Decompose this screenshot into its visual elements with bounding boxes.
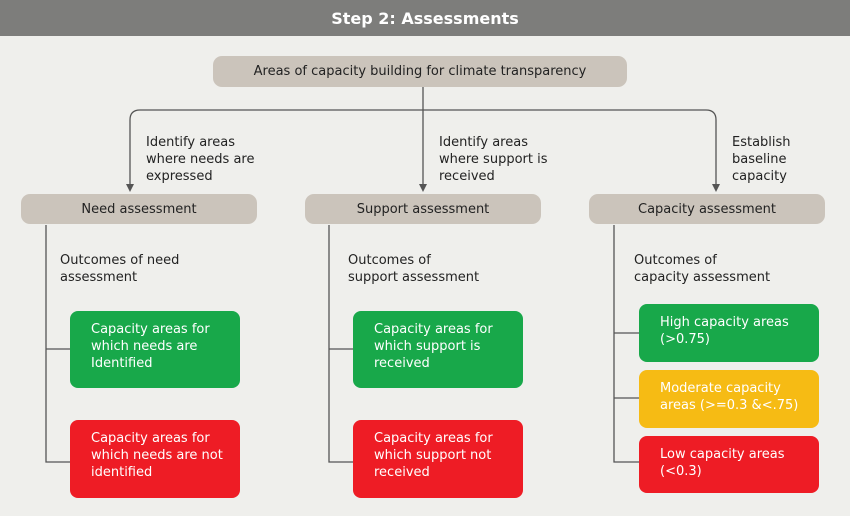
need-not-identified-box: Capacity areas for which needs are not i… [70, 420, 240, 498]
need-identified-box: Capacity areas for which needs are Ident… [70, 311, 240, 388]
top-node: Areas of capacity building for climate t… [213, 56, 627, 87]
header-title: Step 2: Assessments [331, 8, 519, 28]
need-assessment-label: Need assessment [81, 201, 197, 217]
right-branch-arrow [423, 109, 720, 192]
left-branch-arrow [126, 109, 423, 192]
low-capacity-box: Low capacity areas (<0.3) [639, 436, 819, 493]
moderate-capacity-box: Moderate capacity areas (>=0.3 &<.75) [639, 370, 819, 428]
high-capacity-box: High capacity areas (>0.75) [639, 304, 819, 362]
support-assessment-label: Support assessment [356, 201, 490, 217]
capacity-bracket [613, 225, 639, 463]
support-bracket [328, 225, 353, 463]
support-not-received-box: Capacity areas for which support not rec… [353, 420, 523, 498]
diagram-header: Step 2: Assessments [0, 0, 850, 36]
need-assessment-node: Need assessment [21, 194, 257, 224]
support-received-box: Capacity areas for which support is rece… [353, 311, 523, 388]
top-node-label: Areas of capacity building for climate t… [253, 64, 587, 79]
support-assessment-node: Support assessment [305, 194, 541, 224]
arrow-label-support: Identify areas where support is received [439, 135, 548, 184]
outcomes-label-support: Outcomes of support assessment [348, 253, 480, 285]
arrow-label-capacity: Establish baseline capacity [732, 135, 791, 184]
outcomes-label-need: Outcomes of need assessment [60, 253, 180, 285]
need-bracket [45, 225, 70, 463]
outcomes-label-capacity: Outcomes of capacity assessment [634, 253, 771, 285]
capacity-assessment-node: Capacity assessment [589, 194, 825, 224]
capacity-assessment-label: Capacity assessment [638, 201, 776, 217]
arrow-label-need: Identify areas where needs are expressed [146, 135, 255, 184]
